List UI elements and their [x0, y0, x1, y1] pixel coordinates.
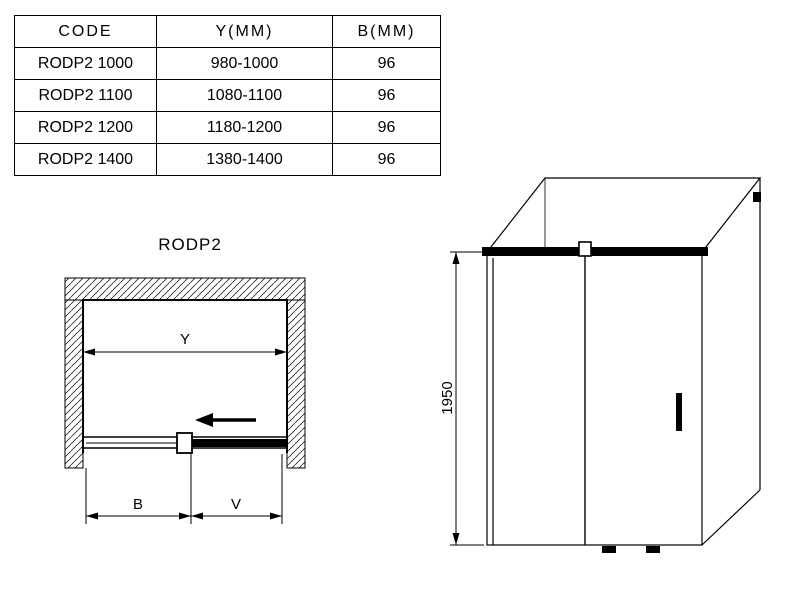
table-cell: RODP2 1200 [14, 111, 157, 144]
bottom-guide-left [602, 546, 616, 553]
b-dimension-label: B [133, 496, 143, 513]
column-header-code: CODE [14, 15, 157, 48]
door-handle [676, 393, 682, 431]
spec-table: CODE Y(MM) B(MM) RODP2 1000 980-1000 96 … [14, 15, 441, 176]
table-row: RODP2 1000 980-1000 96 [14, 47, 441, 80]
table-cell: RODP2 1400 [14, 143, 157, 176]
enclosure-outline [82, 299, 288, 453]
table-row: RODP2 1200 1180-1200 96 [14, 111, 441, 144]
table-cell: 96 [332, 111, 441, 144]
header-row: CODE Y(MM) B(MM) [14, 15, 441, 48]
column-header-y: Y(MM) [156, 15, 333, 48]
spec-table-header: CODE Y(MM) B(MM) [14, 15, 441, 48]
plan-view-title: RODP2 [158, 235, 222, 254]
door-track [83, 432, 287, 454]
table-cell: 1180-1200 [156, 111, 333, 144]
height-dimension-label: 1950 [440, 381, 456, 414]
y-dimension-label: Y [180, 331, 190, 348]
plan-view-drawing: Y B V [64, 277, 306, 524]
table-cell: RODP2 1000 [14, 47, 157, 80]
table-cell: 96 [332, 143, 441, 176]
enclosure-frame [485, 177, 762, 546]
table-cell: 1080-1100 [156, 79, 333, 112]
roller-carriage [176, 432, 193, 454]
table-cell: 980-1000 [156, 47, 333, 80]
y-dimension: Y [83, 331, 287, 356]
column-header-b: B(MM) [332, 15, 441, 48]
slide-direction-arrow [195, 413, 256, 427]
table-row: RODP2 1100 1080-1100 96 [14, 79, 441, 112]
table-cell: RODP2 1100 [14, 79, 157, 112]
table-cell: 96 [332, 79, 441, 112]
bottom-guide-right [646, 546, 660, 553]
top-track-bar [482, 247, 708, 256]
v-dimension-label: V [231, 496, 241, 513]
table-cell: 96 [332, 47, 441, 80]
wall-bracket [753, 192, 761, 202]
spec-table-body: RODP2 1000 980-1000 96 RODP2 1100 1080-1… [14, 47, 441, 176]
table-row: RODP2 1400 1380-1400 96 [14, 143, 441, 176]
bv-dimension: B V [85, 454, 283, 524]
perspective-view-drawing: 1950 [440, 177, 762, 553]
table-cell: 1380-1400 [156, 143, 333, 176]
roller-carriage [578, 241, 592, 257]
sliding-panel [192, 439, 287, 447]
height-dimension: 1950 [440, 251, 484, 546]
